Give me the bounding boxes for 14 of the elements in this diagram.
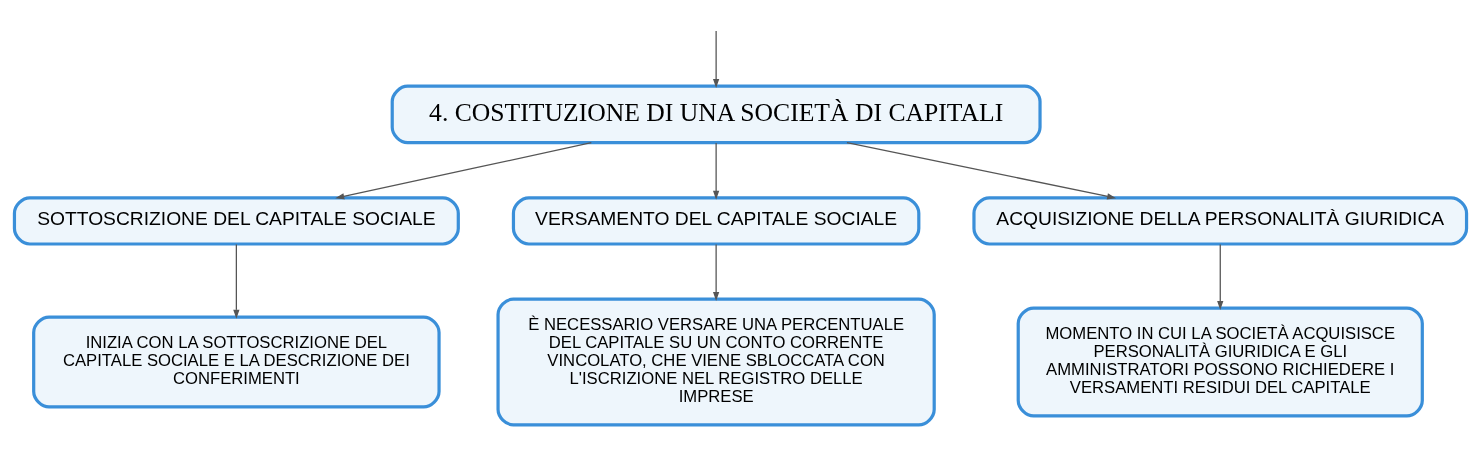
arrow — [335, 142, 592, 200]
node-box: ACQUISIZIONE DELLA PERSONALITÀ GIURIDICA — [972, 196, 1469, 246]
arrow — [1217, 243, 1224, 310]
node-box: INIZIA CON LA SOTTOSCRIZIONE DEL CAPITALE SOCIALE E LA DESCRIZIONE DEI CONFERIMENTI — [32, 315, 441, 409]
node-box: MOMENTO IN CUI LA SOCIETÀ ACQUISISCE PERSONALITÀ GIURIDICA E GLI AMMINISTRATORI POSSONO RICHIEDERE I VERSAMENTI RESIDUI DEL CAPITALE — [1016, 306, 1424, 418]
arrow — [846, 142, 1117, 200]
node-box: 4. COSTITUZIONE DI UNA SOCIETÀ DI CAPITALI — [390, 84, 1042, 145]
arrow — [233, 243, 240, 319]
arrow — [712, 243, 720, 301]
node-box: VERSAMENTO DEL CAPITALE SOCIALE — [511, 196, 921, 246]
arrow — [712, 30, 720, 88]
node-box: È NECESSARIO VERSARE UNA PERCENTUALE DEL CAPITALE SU UN CONTO CORRENTE VINCOLATO, CHE VIENE SBLOCCATA CON L'ISCRIZIONE NEL REGISTRO DELLE IMPRESE — [496, 297, 936, 427]
node-box: SOTTOSCRIZIONE DEL CAPITALE SOCIALE — [12, 196, 460, 246]
arrow — [712, 142, 720, 200]
